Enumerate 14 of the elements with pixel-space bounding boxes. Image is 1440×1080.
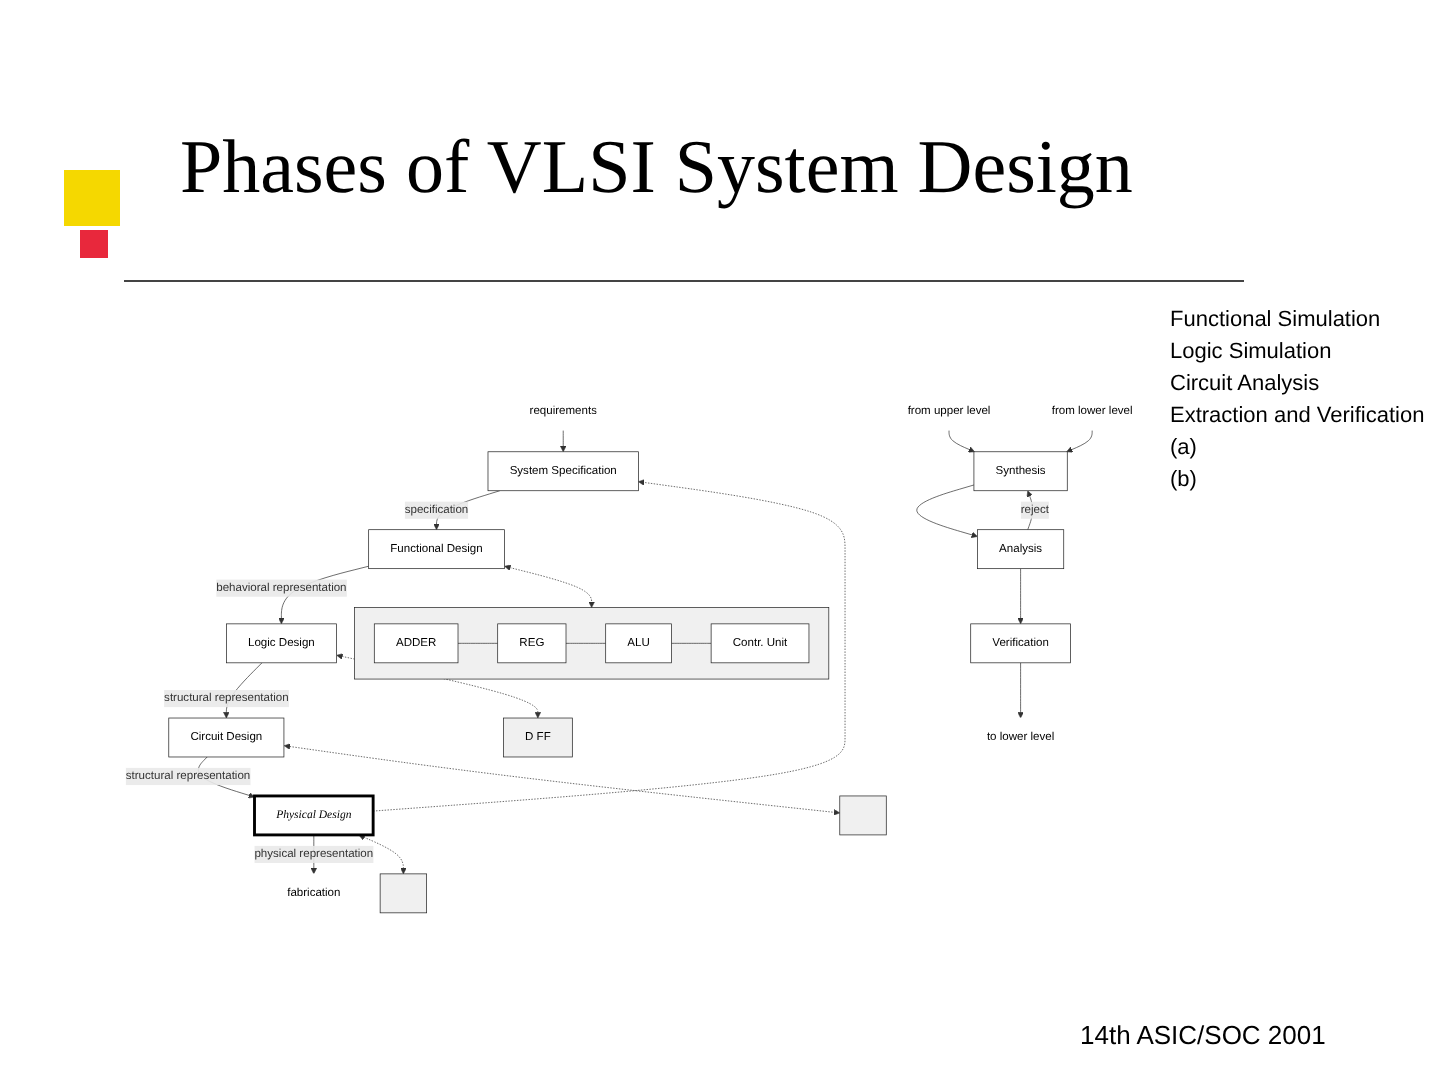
annotation-label: Logic Simulation xyxy=(1170,340,1334,364)
connector xyxy=(671,643,712,644)
node-box xyxy=(839,795,887,836)
annotation-label: (a) xyxy=(1170,436,1199,460)
footer-text: 14th ASIC/SOC 2001 xyxy=(1080,1020,1326,1050)
annotation-label: Circuit Analysis xyxy=(1170,372,1322,396)
slide-title: Phases of VLSI System Design xyxy=(180,124,1133,212)
annotation-label: Functional Simulation xyxy=(1170,308,1383,332)
cluster xyxy=(354,607,830,680)
annotation-label: Extraction and Verification xyxy=(1170,404,1427,428)
connector xyxy=(457,643,499,644)
annotation-label: (b) xyxy=(1170,468,1199,492)
node-box xyxy=(379,873,427,914)
connector xyxy=(565,643,607,644)
